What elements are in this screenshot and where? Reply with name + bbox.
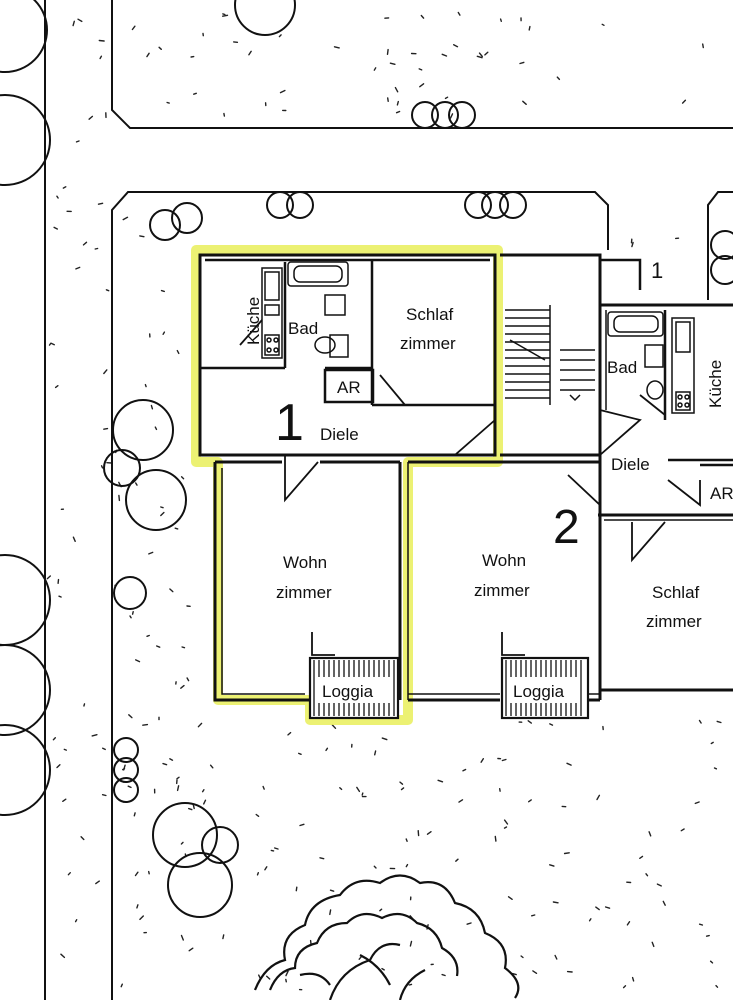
apartment-1-number: 1 xyxy=(275,394,304,452)
tree xyxy=(499,191,527,219)
tree xyxy=(0,644,51,736)
large-tree-canopy xyxy=(253,874,520,1000)
tree xyxy=(431,101,459,129)
tree xyxy=(125,469,187,531)
bath-2-label: Bad xyxy=(607,358,637,377)
top-right-number: 1 xyxy=(651,258,663,283)
tree xyxy=(113,757,139,783)
lot-outlines xyxy=(44,0,733,1000)
bedroom-2-label-line2: zimmer xyxy=(646,612,702,631)
loggia-2 xyxy=(500,656,590,720)
top-lot-outline xyxy=(111,0,733,129)
tree xyxy=(464,191,492,219)
tree xyxy=(149,209,181,241)
tree xyxy=(167,852,233,918)
tree xyxy=(171,202,203,234)
tree xyxy=(0,0,48,73)
tree xyxy=(0,94,51,186)
tree xyxy=(481,191,509,219)
tree xyxy=(234,0,296,36)
tree xyxy=(710,230,733,260)
bath-1-fixtures xyxy=(287,261,349,358)
right-lot-outline xyxy=(707,191,733,300)
loggia-1 xyxy=(308,656,400,720)
tree xyxy=(710,255,733,285)
kitchen-2-fixtures xyxy=(671,317,695,414)
staircase xyxy=(505,305,595,405)
loggia-2-label: Loggia xyxy=(513,682,565,701)
living-1-label-line1: Wohn xyxy=(283,553,327,572)
bath-1-label: Bad xyxy=(288,319,318,338)
tree xyxy=(0,724,51,816)
tree xyxy=(266,191,294,219)
living-2-label-line1: Wohn xyxy=(482,551,526,570)
tree xyxy=(112,399,174,461)
bath-2-fixtures xyxy=(607,311,664,400)
tree xyxy=(0,554,51,646)
apartment-2-number: 2 xyxy=(553,501,580,554)
door-swings xyxy=(239,319,701,656)
tree xyxy=(113,576,147,610)
bedroom-2-label-line1: Schlaf xyxy=(652,583,700,602)
main-lot-outline xyxy=(111,191,609,1000)
tree xyxy=(103,449,141,487)
kitchen-1-fixtures xyxy=(261,267,283,359)
hall-1-label: Diele xyxy=(320,425,359,444)
hall-2-label: Diele xyxy=(611,455,650,474)
bedroom-1-label-line2: zimmer xyxy=(400,334,456,353)
tree xyxy=(448,101,476,129)
storage-1-label: AR xyxy=(337,378,361,397)
storage-2-label: AR xyxy=(710,484,733,503)
tree xyxy=(113,737,139,763)
living-2-label-line2: zimmer xyxy=(474,581,530,600)
building-walls xyxy=(198,253,733,702)
tree xyxy=(152,802,218,868)
trees xyxy=(0,0,733,918)
living-1-label-line2: zimmer xyxy=(276,583,332,602)
kitchen-1-label: Küche xyxy=(244,297,263,345)
tree xyxy=(113,777,139,803)
kitchen-2-label: Küche xyxy=(706,360,725,408)
tree xyxy=(201,826,239,864)
ground-texture xyxy=(46,11,722,991)
loggia-1-label: Loggia xyxy=(322,682,374,701)
apartment-1-highlight xyxy=(191,245,503,725)
tree xyxy=(411,101,439,129)
tree xyxy=(286,191,314,219)
bedroom-1-label-line1: Schlaf xyxy=(406,305,454,324)
